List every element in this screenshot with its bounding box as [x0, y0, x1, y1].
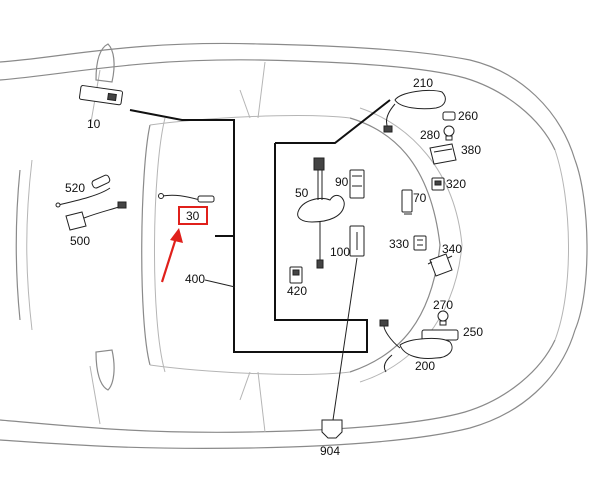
part-label-10: 10 [87, 117, 101, 131]
switch-icon [289, 266, 303, 284]
control-unit-icon [429, 143, 457, 165]
ground-connector-icon [321, 257, 358, 439]
part-label-50: 50 [295, 186, 309, 200]
part-label-280: 280 [420, 128, 440, 142]
arrow-icon [160, 228, 183, 283]
control-unit-icon [427, 253, 453, 277]
part-label-260: 260 [458, 109, 478, 123]
part-label-420: 420 [287, 284, 307, 298]
part-label-520: 520 [65, 181, 85, 195]
part-label-70: 70 [413, 191, 427, 205]
bulb-icon [437, 310, 449, 326]
light-unit-icon [78, 85, 124, 106]
airbag-module-icon [383, 89, 446, 133]
part-label-380: 380 [461, 143, 481, 157]
part-label-90: 90 [335, 175, 349, 189]
highlight-box [178, 206, 208, 225]
connector-icon [401, 189, 413, 215]
side-mirror-top-icon [95, 43, 115, 83]
relay-icon [431, 177, 445, 191]
part-label-30: 30 [186, 209, 200, 223]
part-label-210: 210 [413, 76, 433, 90]
harness-400-lines [129, 99, 391, 353]
part-label-250: 250 [463, 325, 483, 339]
module-bracket-icon [297, 157, 345, 269]
part-label-100: 100 [330, 245, 350, 259]
bulb-icon [443, 125, 455, 141]
control-unit-icon [349, 225, 365, 257]
cable-icon [55, 174, 111, 208]
side-mirror-bottom-icon [95, 349, 115, 391]
part-label-400: 400 [185, 272, 205, 286]
antenna-cable-icon [158, 193, 215, 203]
part-label-200: 200 [415, 359, 435, 373]
part-label-270: 270 [433, 298, 453, 312]
part-label-500: 500 [70, 234, 90, 248]
part-label-330: 330 [389, 237, 409, 251]
car-body-outline-icon [0, 42, 588, 449]
control-unit-icon [349, 169, 365, 199]
antenna-amplifier-icon [65, 201, 127, 231]
connector-icon [413, 235, 427, 251]
part-label-320: 320 [446, 177, 466, 191]
part-label-340: 340 [442, 242, 462, 256]
part-label-904: 904 [320, 444, 340, 458]
airbag-module-icon [379, 319, 453, 373]
sensor-icon [442, 111, 456, 121]
